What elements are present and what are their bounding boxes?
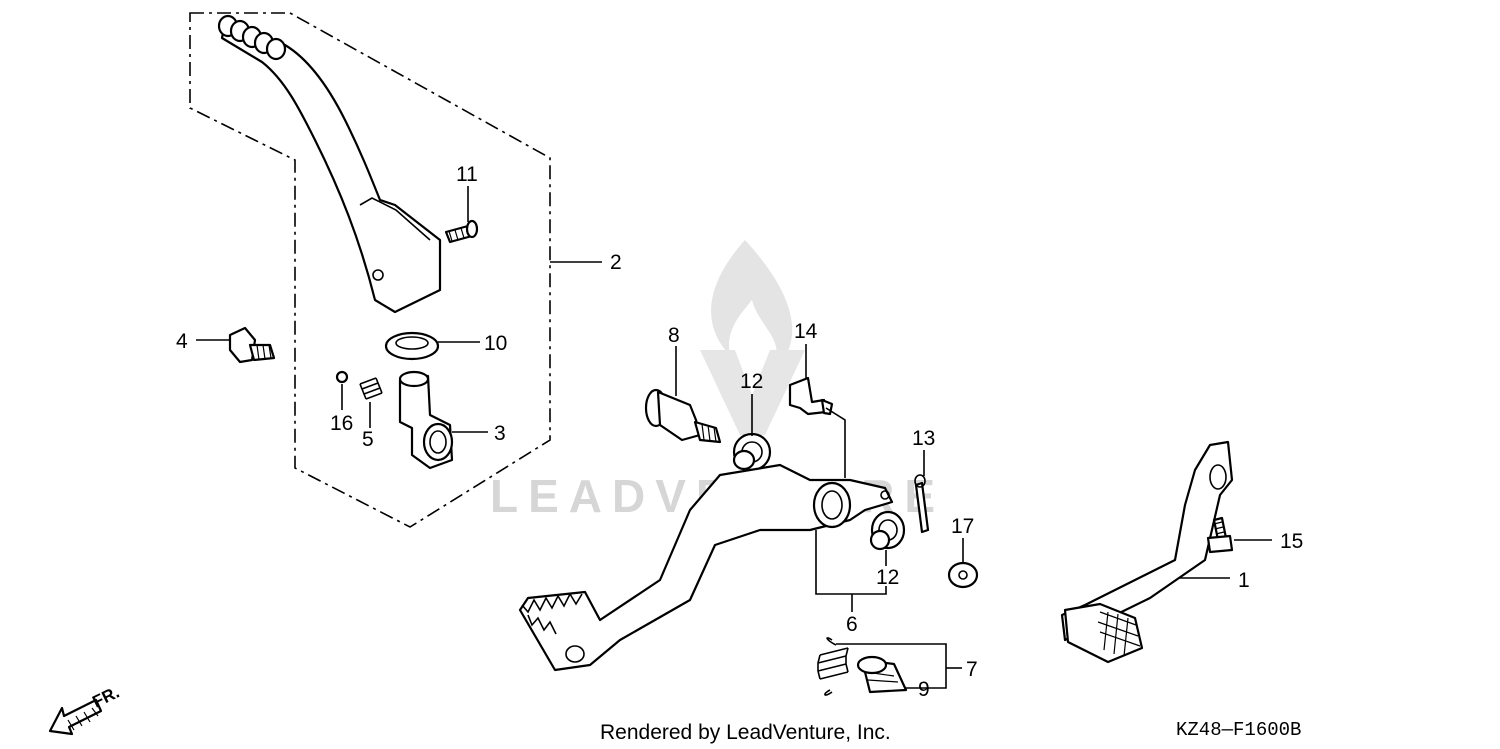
callout-13: 13 bbox=[912, 427, 935, 450]
callout-8: 8 bbox=[668, 324, 680, 347]
callout-16: 16 bbox=[330, 412, 353, 435]
kick-arm-part-2 bbox=[217, 14, 442, 314]
diagram-code: KZ48—F1600B bbox=[1176, 719, 1301, 741]
watermark-flame-icon bbox=[711, 240, 793, 375]
brake-pedal-part-6 bbox=[518, 463, 894, 672]
bolt-part-4 bbox=[228, 326, 276, 364]
spring-part-7 bbox=[817, 637, 849, 696]
callout-11: 11 bbox=[456, 163, 478, 186]
leader-lines bbox=[196, 186, 1272, 689]
callout-12-upper: 12 bbox=[740, 370, 763, 393]
callout-12-lower: 12 bbox=[876, 566, 899, 589]
callout-10: 10 bbox=[484, 332, 507, 355]
spring-part-5 bbox=[359, 377, 383, 400]
bolt-part-11 bbox=[444, 219, 479, 244]
callout-15: 15 bbox=[1280, 530, 1303, 553]
bushing-part-12-upper bbox=[732, 432, 772, 472]
kick-arm-grip bbox=[217, 14, 287, 61]
callout-labels: 1 2 3 4 5 6 7 8 9 10 11 12 12 13 14 15 1… bbox=[176, 163, 1303, 701]
callout-9: 9 bbox=[918, 678, 930, 701]
callout-5: 5 bbox=[362, 428, 374, 451]
ball-part-16 bbox=[335, 370, 349, 384]
bolt-part-15 bbox=[1206, 516, 1234, 554]
clip-part-14 bbox=[788, 376, 834, 416]
bushing-part-12-lower bbox=[869, 510, 906, 551]
collar-part-9 bbox=[856, 655, 908, 694]
washer-part-17 bbox=[947, 561, 979, 589]
callout-1: 1 bbox=[1238, 569, 1250, 592]
front-direction-indicator: FR. bbox=[48, 683, 122, 736]
callout-14: 14 bbox=[794, 320, 818, 343]
credit-text: Rendered by LeadVenture, Inc. bbox=[600, 721, 891, 744]
pivot-bolt-part-8 bbox=[644, 388, 722, 444]
front-arrow-icon bbox=[48, 698, 103, 736]
callout-2: 2 bbox=[610, 251, 622, 274]
callout-3: 3 bbox=[494, 422, 506, 445]
seal-part-10 bbox=[384, 331, 440, 361]
cotter-pin-part-13 bbox=[914, 474, 930, 534]
callout-6: 6 bbox=[846, 613, 858, 636]
callout-17: 17 bbox=[951, 515, 974, 538]
shift-pedal-part-1 bbox=[1060, 440, 1234, 664]
watermark-v-icon bbox=[700, 350, 805, 435]
callout-4: 4 bbox=[176, 330, 188, 353]
brake-pedal-teeth bbox=[521, 592, 583, 635]
pinion-part-3 bbox=[398, 370, 454, 470]
assembly-outline-2 bbox=[189, 12, 551, 528]
callout-7: 7 bbox=[966, 658, 978, 681]
